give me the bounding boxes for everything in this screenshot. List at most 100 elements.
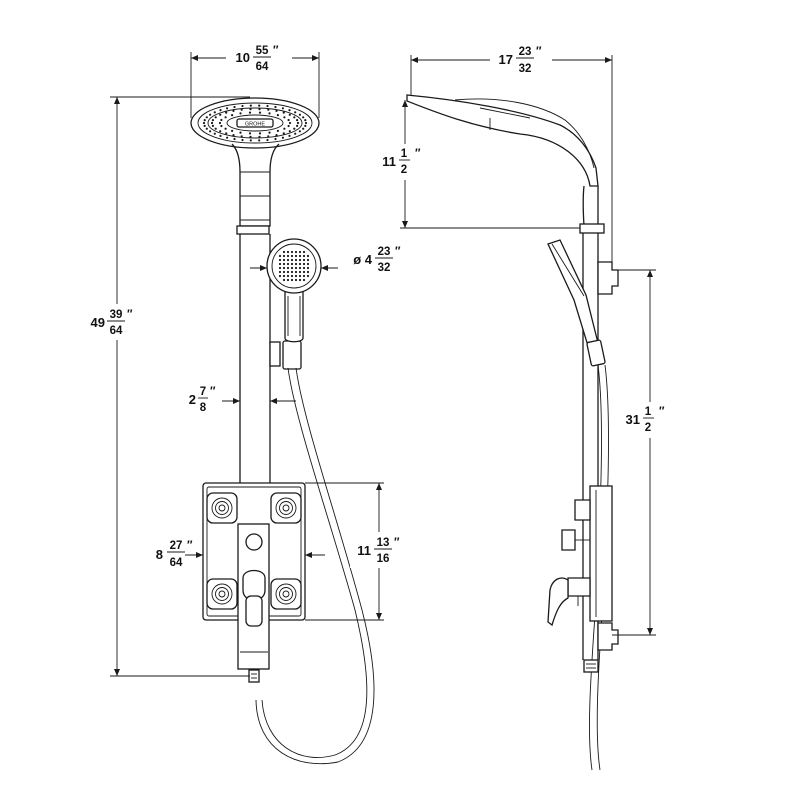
nozzle-dot — [290, 266, 294, 270]
nozzle-dot — [213, 132, 216, 135]
nozzle-dot — [282, 250, 286, 254]
nozzle-dot — [282, 111, 285, 114]
nozzle-dot — [220, 118, 223, 122]
side-rain-head — [406, 94, 599, 187]
nozzle-dot — [286, 266, 290, 270]
dim-hand-diameter-unit: ″ — [395, 246, 401, 258]
dim-bar-offset: 2 7 8 ″ — [189, 386, 216, 414]
dim-hand-diameter: ø 4 23 32 ″ — [353, 246, 401, 274]
nozzle-dot — [293, 127, 296, 130]
nozzle-dot — [286, 270, 290, 274]
dim-mount-span-unit: ″ — [659, 406, 665, 418]
dim-side-drop: 11 1 2 ″ — [376, 144, 430, 180]
dim-side-depth-num: 23 — [519, 46, 532, 58]
nozzle-dot — [294, 278, 298, 282]
nozzle-dot — [209, 113, 212, 116]
nozzle-dot — [293, 116, 296, 119]
dim-hand-diameter-num: 23 — [378, 246, 391, 258]
nozzle-dot — [281, 107, 284, 110]
body-jet-ring — [279, 587, 293, 601]
nozzle-dot — [209, 130, 212, 133]
nozzle-dot — [218, 121, 222, 125]
nozzle-dot — [286, 274, 290, 278]
nozzle-dot — [304, 124, 307, 127]
nozzle-dot — [298, 254, 302, 258]
body-jets — [206, 492, 302, 610]
dim-total-height-whole: 49 — [91, 315, 105, 330]
nozzle-dot — [278, 262, 282, 266]
side-collar — [579, 223, 605, 234]
nozzle-dot — [282, 274, 286, 278]
nozzle-dot — [224, 116, 227, 119]
nozzle-dot — [258, 132, 262, 135]
side-lever — [547, 577, 569, 627]
dim-panel-height-num: 13 — [377, 537, 390, 549]
nozzle-dot — [275, 109, 278, 112]
nozzle-dot — [294, 250, 298, 254]
front-view: GROHE — [190, 97, 375, 765]
head-logo-plate — [236, 118, 274, 128]
dim-head-width-num: 55 — [256, 45, 269, 57]
hand-shower-nozzles — [278, 250, 310, 282]
nozzle-dot — [282, 278, 286, 282]
nozzle-dot — [282, 266, 286, 270]
dim-head-width-whole: 10 — [236, 50, 250, 65]
nozzle-dot — [296, 121, 300, 125]
nozzle-dot — [286, 278, 290, 282]
nozzle-dot — [225, 132, 228, 135]
dim-panel-width-whole: 8 — [156, 547, 163, 562]
nozzle-dot — [224, 127, 227, 130]
nozzle-dot — [214, 116, 217, 119]
dim-bar-offset-den: 8 — [200, 402, 207, 414]
outlet-connector — [248, 669, 260, 683]
rain-shower-head: GROHE — [190, 97, 320, 149]
dim-bar-offset-unit: ″ — [210, 386, 216, 398]
dim-side-depth-whole: 17 — [499, 52, 513, 67]
nozzle-dot — [249, 139, 252, 142]
nozzle-dot — [219, 130, 222, 133]
dim-mount-span-whole: 31 — [626, 412, 640, 427]
nozzle-dot — [232, 134, 235, 137]
nozzle-dot — [225, 111, 228, 114]
nozzle-dot — [278, 254, 282, 258]
nozzle-dot — [302, 266, 306, 270]
nozzle-dot — [240, 135, 243, 138]
nozzle-dot — [214, 127, 217, 130]
side-wall-bracket-top — [597, 261, 619, 295]
diverter-knob — [245, 533, 263, 551]
nozzle-dot — [219, 134, 222, 137]
nozzle-dot — [290, 258, 294, 262]
nozzle-dot — [298, 258, 302, 262]
dim-hand-diameter-den: 32 — [378, 262, 391, 274]
body-jet-ring — [275, 497, 297, 519]
nozzle-dot — [226, 136, 229, 139]
nozzle-dot — [282, 262, 286, 266]
nozzle-dot — [233, 105, 236, 109]
nozzle-dot — [302, 116, 305, 119]
nozzle-dot — [286, 250, 290, 254]
side-view — [406, 94, 619, 771]
nozzle-dot — [288, 109, 291, 112]
nozzle-dot — [288, 121, 292, 125]
nozzle-dot — [288, 113, 291, 116]
nozzle-dot — [258, 139, 261, 142]
nozzle-dot — [276, 114, 279, 117]
nozzle-dot — [258, 104, 261, 107]
nozzle-dot — [294, 258, 298, 262]
nozzle-dot — [304, 119, 307, 122]
nozzle-dot — [294, 254, 298, 258]
nozzle-dot — [278, 258, 282, 262]
nozzle-dot — [306, 266, 310, 270]
dim-side-drop-whole: 11 — [382, 154, 396, 169]
dim-total-height-unit: ″ — [127, 309, 133, 321]
hand-shower-slider — [269, 341, 281, 367]
nozzle-dot — [298, 278, 302, 282]
dim-head-width: 10 55 64 ″ — [226, 40, 292, 76]
nozzle-dot — [298, 113, 301, 116]
nozzle-dot — [302, 270, 306, 274]
nozzle-dot — [219, 109, 222, 112]
nozzle-dot — [290, 250, 294, 254]
nozzle-dot — [275, 134, 278, 137]
nozzle-dot — [298, 274, 302, 278]
